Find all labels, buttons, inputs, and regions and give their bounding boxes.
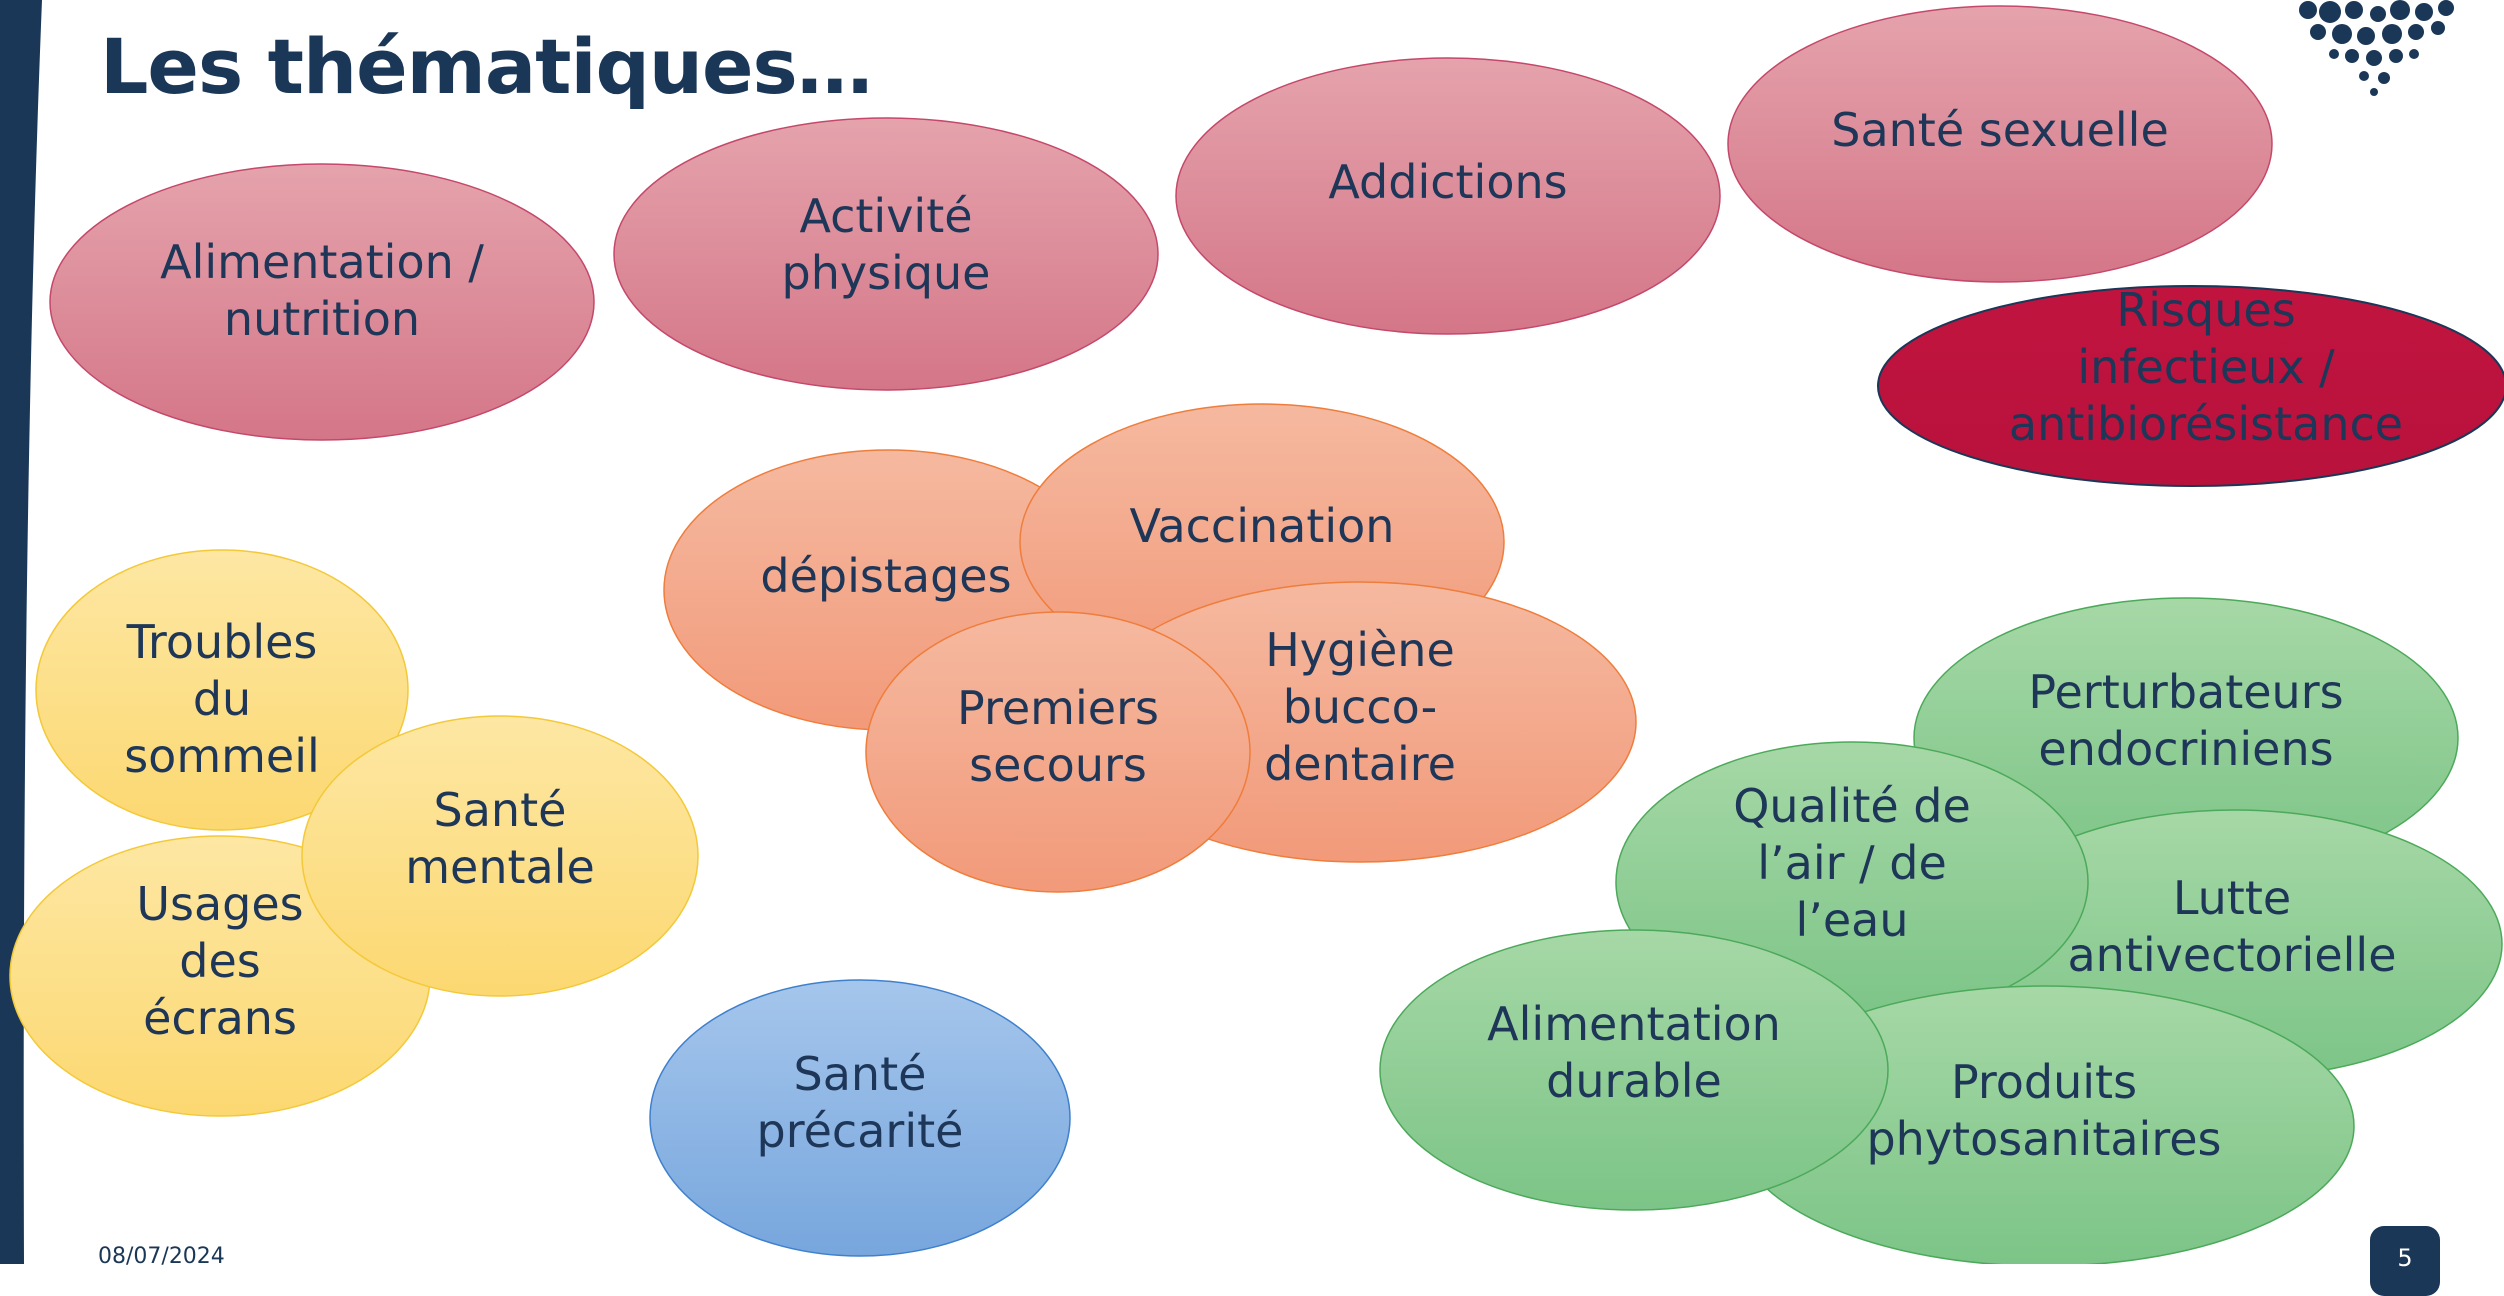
bubble-shape [1379,929,1889,1211]
bubble-shape [613,117,1159,391]
bubble-shape [49,163,595,441]
bubble-label: Alimentation /nutrition [160,235,484,346]
bubble-alimentation-nutrition: Alimentation /nutrition [49,163,595,441]
bubble-shape [649,979,1071,1257]
bubble-label: dépistages [760,549,1011,603]
bubble-addictions: Addictions [1175,57,1721,335]
bubble-label: Addictions [1328,155,1567,209]
page-title: Les thématiques… [100,22,873,111]
bubble-label: Santé sexuelle [1831,103,2169,157]
bubble-sante-sexuelle: Santé sexuelle [1727,5,2273,283]
logo-icon [2299,0,2454,96]
slide-decor [0,0,2454,1264]
page-number-badge: 5 [2370,1226,2440,1296]
slide-date: 08/07/2024 [98,1244,225,1269]
bubble-shape [865,611,1251,893]
left-band [0,0,42,1264]
bubble-shape [1727,5,2273,283]
bubble-shape [1175,57,1721,335]
bubble-shape [301,715,699,997]
bubble-shape [35,549,409,831]
bubble-shape [1877,285,2504,487]
bubble-label: Vaccination [1130,499,1395,553]
